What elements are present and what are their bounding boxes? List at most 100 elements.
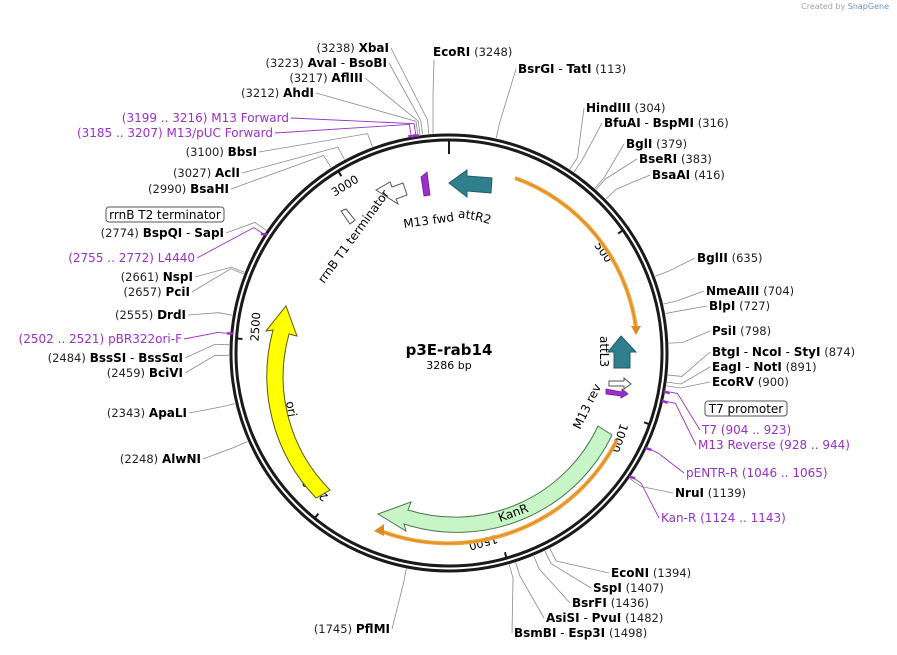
site-position: (3212)	[241, 86, 279, 100]
tick-mark	[503, 552, 508, 559]
primer-mark	[628, 475, 636, 480]
ecori-label: EcoRI (3248)	[433, 45, 512, 59]
primer-name: pENTR-R	[686, 466, 738, 480]
ori-label: ori	[283, 400, 299, 418]
attL3-arrow	[606, 335, 638, 369]
restriction-site-label: AsiSI - PvuI (1482)	[546, 611, 663, 625]
enzyme-name: BtgI	[712, 345, 740, 359]
enzyme-name: BglI	[626, 137, 652, 151]
rrnb-t1-arrow-2	[340, 208, 356, 225]
primer-name: M13/pUC Forward	[166, 126, 273, 140]
orange-arc-kanr-inner	[377, 439, 618, 544]
site-leader-line	[391, 568, 407, 630]
site-leader-line	[194, 266, 245, 278]
primer-leader	[290, 117, 417, 136]
arrowhead-orange-top	[631, 326, 641, 335]
enzyme-name: HindIII	[586, 101, 631, 115]
enzyme-name: NcoI	[752, 345, 782, 359]
site-leader-line	[667, 366, 711, 385]
restriction-site-label: BsrFI (1436)	[572, 596, 649, 610]
enzyme-name: StyI	[794, 345, 821, 359]
site-leader-line	[667, 351, 711, 377]
site-leader-line	[258, 133, 373, 153]
primer-label: (3185 .. 3207) M13/pUC Forward	[77, 126, 273, 140]
restriction-site-label: (3238) XbaI	[317, 41, 389, 55]
primer-range: (1124 .. 1143)	[700, 511, 786, 525]
primer-mark	[645, 446, 652, 452]
site-position: (2484)	[48, 351, 86, 365]
snapgene-watermark: Created by SnapGene	[801, 2, 889, 11]
primer-leader	[274, 123, 412, 137]
enzyme-name: PvuI	[592, 611, 622, 625]
enzyme-name: TatI	[567, 62, 592, 76]
enzyme-name: AsiSI	[546, 611, 580, 625]
primer-label: (2755 .. 2772) L4440	[68, 251, 195, 265]
enzyme-name: SapI	[194, 226, 224, 240]
site-leader-line	[655, 257, 696, 277]
site-position: (1407)	[626, 581, 664, 595]
enzyme-name: Esp3I	[568, 626, 605, 640]
primer-label: pENTR-R (1046 .. 1065)	[686, 466, 828, 480]
enzyme-name: NmeAIII	[706, 284, 759, 298]
restriction-site-label: BtgI - NcoI - StyI (874)	[712, 345, 855, 359]
restriction-site-label: NmeAIII (704)	[706, 284, 794, 298]
enzyme-name: BseRI	[639, 152, 677, 166]
plasmid-size: 3286 bp	[426, 359, 471, 372]
site-position: (3248)	[474, 45, 512, 59]
site-leader-line	[184, 343, 230, 359]
enzyme-name: BglII	[697, 251, 728, 265]
enzyme-name: BsoBI	[349, 56, 387, 70]
site-leader-line	[668, 330, 711, 344]
enzyme-name: PciI	[166, 285, 191, 299]
site-leader-line	[225, 222, 267, 234]
site-leader-line	[573, 122, 603, 173]
restriction-site-label: BsaAI (416)	[652, 168, 725, 182]
site-leader-line	[544, 550, 592, 589]
site-position: (383)	[681, 152, 712, 166]
restriction-site-label: BlpI (727)	[709, 299, 770, 313]
orange-arc-attR2	[514, 176, 638, 329]
primer-range: (2502 .. 2521)	[19, 332, 105, 346]
restriction-site-label: (2990) BsaHI	[148, 182, 229, 196]
enzyme-name: BsaAI	[652, 168, 690, 182]
primer-label: M13 Reverse (928 .. 944)	[698, 438, 850, 452]
site-position: (900)	[758, 375, 789, 389]
primer-range: (3199 .. 3216)	[122, 111, 208, 125]
primer-name: L4440	[158, 251, 195, 265]
label-separator: -	[337, 56, 349, 70]
tick-mark	[337, 170, 343, 177]
primer-label: T7 (904 .. 923)	[701, 423, 791, 437]
label-separator: -	[555, 62, 567, 76]
kanr-arrow	[376, 425, 613, 533]
rrnb-t2-box: rrnB T2 terminator	[105, 206, 225, 223]
site-leader-line	[515, 562, 545, 619]
label-separator: -	[182, 226, 194, 240]
enzyme-name: BssSαI	[138, 351, 183, 365]
primer-leader	[663, 400, 697, 446]
restriction-site-label: HindIII (304)	[586, 101, 665, 115]
site-position: (635)	[732, 251, 763, 265]
site-position: (1498)	[609, 626, 647, 640]
primer-label: (2502 .. 2521) pBR322ori-F	[19, 332, 183, 346]
primer-name: Kan-R	[661, 511, 696, 525]
restriction-site-label: (3217) AflIII	[289, 71, 363, 85]
primer-leader	[647, 447, 685, 474]
site-leader-line	[187, 312, 233, 316]
enzyme-name: NruI	[675, 486, 704, 500]
primer-range: (928 .. 944)	[780, 438, 850, 452]
site-position: (2343)	[107, 406, 145, 420]
site-position: (3217)	[289, 71, 327, 85]
restriction-site-label: BsrGI - TatI (113)	[518, 62, 626, 76]
primer-leader	[665, 390, 701, 431]
site-position: (416)	[694, 168, 725, 182]
site-position: (874)	[824, 345, 855, 359]
site-position: (2661)	[121, 270, 159, 284]
rrnb-t2-text: rrnB T2 terminator	[109, 208, 221, 222]
restriction-site-label: PsiI (798)	[712, 324, 771, 338]
site-leader-line	[594, 143, 625, 189]
site-position: (3027)	[173, 166, 211, 180]
enzyme-name: EcoRV	[712, 375, 755, 389]
site-position: (379)	[656, 137, 687, 151]
site-position: (727)	[739, 299, 770, 313]
